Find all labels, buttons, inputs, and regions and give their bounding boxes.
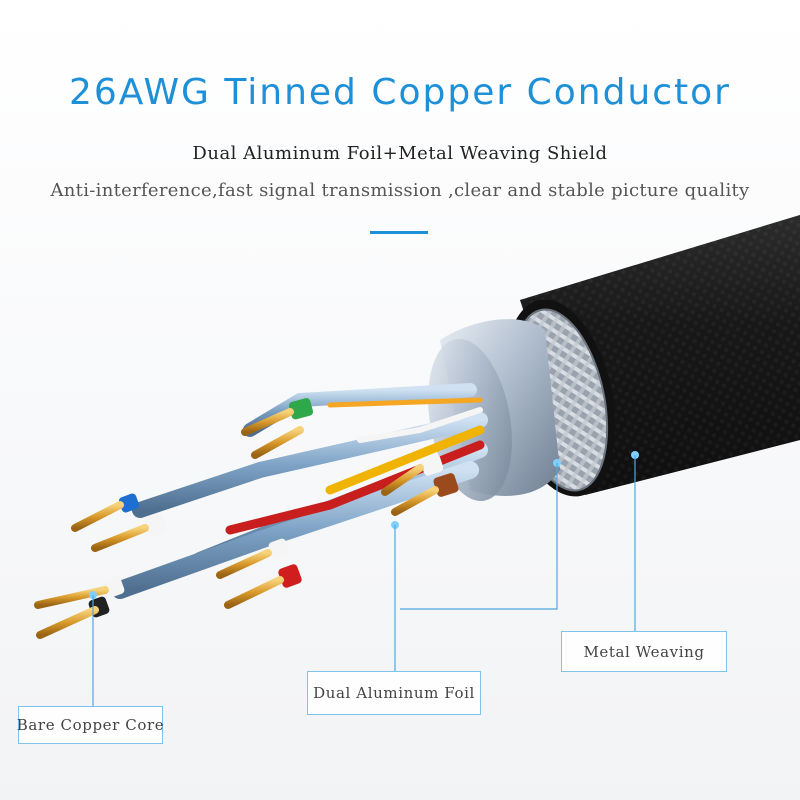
- metal-weaving-label: Metal Weaving: [561, 631, 727, 672]
- title-divider: [370, 231, 428, 234]
- bare-copper-conductors: [34, 408, 439, 639]
- page-title: 26AWG Tinned Copper Conductor: [68, 72, 731, 113]
- insulation-caps: [88, 398, 459, 618]
- dual-aluminum-foil-label: Dual Aluminum Foil: [307, 671, 481, 715]
- wire-bundle: [111, 383, 488, 599]
- bare-copper-core-label: Bare Copper Core: [17, 706, 164, 744]
- callout-lines: [89, 451, 639, 706]
- page-subtitle: Dual Aluminum Foil+Metal Weaving Shield: [192, 143, 608, 164]
- page-tagline: Anti-interference,fast signal transmissi…: [50, 180, 750, 201]
